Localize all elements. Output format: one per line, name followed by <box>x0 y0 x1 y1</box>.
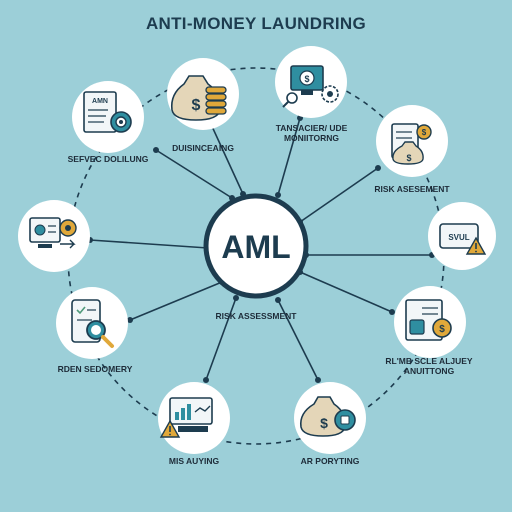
node-label-rden-sedomery: RDEN SEDOMERY <box>57 364 133 374</box>
monitor-gear-icon: $ <box>282 65 339 108</box>
node-money-bag-coins: $ <box>167 58 239 130</box>
center-sublabel: RISK ASSESSMENT <box>215 311 297 321</box>
computer-transfer-icon <box>29 217 77 249</box>
tablet-magnifier-icon <box>71 299 114 348</box>
node-label-risk-asesement: RISK ASESEMENT <box>374 184 450 194</box>
node-computer-transfer <box>18 200 90 272</box>
node-report-warning <box>158 382 230 454</box>
connector-9 <box>129 281 223 321</box>
clipboard-moneybag-icon: $ $ <box>391 123 432 165</box>
id-card-badge: SVUL <box>448 233 469 242</box>
connectors <box>89 117 432 381</box>
node-id-card-warning: SVUL <box>428 202 496 270</box>
svg-text:$: $ <box>406 153 411 163</box>
node-label-mis-auying: MIS AUYING <box>168 456 220 466</box>
node-label-sefvec-dolilung: SEFVEC DOLILUNG <box>67 154 149 164</box>
connector-7 <box>277 299 319 381</box>
report-warning-icon <box>159 397 213 438</box>
svg-text:AMN: AMN <box>92 98 108 105</box>
connector-2 <box>209 121 244 195</box>
connector-10 <box>89 239 209 249</box>
money-bag-padlock-icon: $ <box>299 396 356 437</box>
node-document-target: AMN <box>72 81 144 153</box>
center-label: AML <box>221 229 290 265</box>
node-money-bag-padlock: $ <box>294 382 366 454</box>
center-node: AML <box>203 193 309 299</box>
node-monitor-gear: $ <box>275 46 347 118</box>
connector-6 <box>299 271 393 313</box>
node-label-duisinceaing: DUISINCEAING <box>172 143 234 153</box>
svg-text:$: $ <box>439 324 445 335</box>
money-bag-coins-icon: $ <box>170 75 227 121</box>
document-target-icon: AMN <box>83 91 132 133</box>
node-label-ar-poryting: AR PORYTING <box>300 456 360 466</box>
connector-8 <box>205 297 237 381</box>
connector-1 <box>155 149 233 199</box>
document-badge-icon: $ <box>405 299 452 341</box>
svg-text:$: $ <box>304 74 309 84</box>
node-document-badge: $ <box>394 286 466 358</box>
connector-4 <box>299 167 379 223</box>
svg-text:$: $ <box>422 128 427 137</box>
connector-3 <box>277 117 301 196</box>
svg-text:$: $ <box>320 415 328 431</box>
diagram-title: ANTI-MONEY LAUNDRING <box>145 14 367 33</box>
svg-text:$: $ <box>192 97 201 114</box>
node-tablet-magnifier <box>56 287 128 359</box>
node-label-tansacier-monitorng: TANSACIER/ UDE MONIITORNG <box>275 123 348 143</box>
node-clipboard-moneybag: $ $ <box>376 105 448 177</box>
node-label-rlmb-scle: RL'MB SCLE ALJUEY ANUITTONG <box>385 356 473 376</box>
id-card-warning-icon: SVUL <box>439 223 487 255</box>
